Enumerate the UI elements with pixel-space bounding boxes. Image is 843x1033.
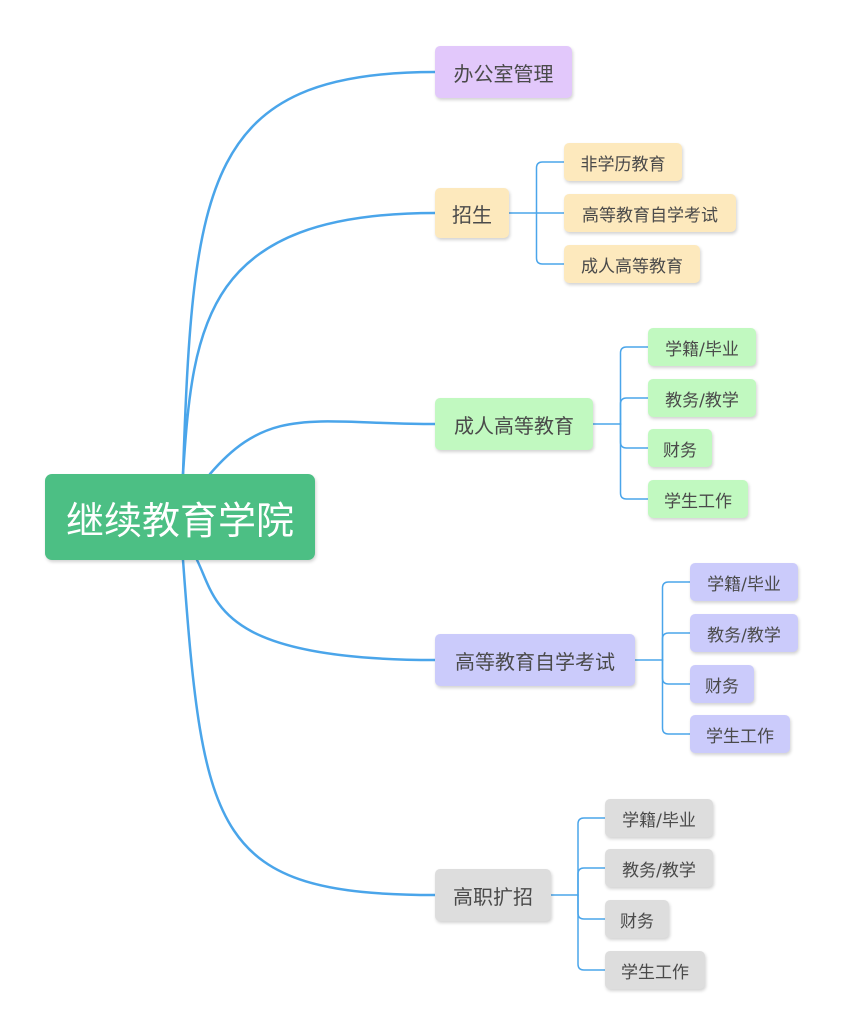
- leaf-enrollment-adult-higher[interactable]: 成人高等教育: [564, 245, 700, 283]
- leaf-connector: [661, 659, 691, 685]
- branch-connector: [208, 420, 437, 476]
- branch-self-study-exam[interactable]: 高等教育自学考试: [435, 634, 635, 686]
- leaf-exam-student-status[interactable]: 学籍/毕业: [690, 563, 798, 601]
- branch-adult-higher-education[interactable]: 成人高等教育: [435, 398, 593, 450]
- leaf-connector: [619, 423, 649, 500]
- leaf-connector: [619, 397, 649, 425]
- branch-vocational-expansion[interactable]: 高职扩招: [435, 869, 551, 921]
- leaf-connector: [535, 212, 565, 265]
- leaf-connector: [619, 423, 649, 449]
- leaf-adult-student-status[interactable]: 学籍/毕业: [648, 328, 756, 366]
- leaf-adult-academic-affairs[interactable]: 教务/教学: [648, 379, 756, 417]
- leaf-connector: [619, 346, 649, 425]
- leaf-vocational-finance[interactable]: 财务: [605, 900, 669, 938]
- leaf-adult-student-work[interactable]: 学生工作: [648, 480, 748, 518]
- leaf-vocational-student-status[interactable]: 学籍/毕业: [605, 799, 713, 837]
- leaf-connector: [535, 161, 565, 214]
- leaf-connector: [661, 581, 691, 661]
- leaf-connector: [661, 632, 691, 661]
- leaf-exam-student-work[interactable]: 学生工作: [690, 715, 790, 753]
- leaf-connector: [577, 867, 606, 896]
- leaf-vocational-academic-affairs[interactable]: 教务/教学: [605, 849, 713, 887]
- branch-connector: [195, 558, 437, 662]
- leaf-connector: [577, 894, 606, 920]
- leaf-connector: [661, 659, 691, 735]
- leaf-adult-finance[interactable]: 财务: [648, 429, 712, 467]
- leaf-exam-finance[interactable]: 财务: [690, 665, 754, 703]
- leaf-vocational-student-work[interactable]: 学生工作: [605, 951, 705, 989]
- branch-enrollment[interactable]: 招生: [435, 188, 509, 238]
- branch-connector: [181, 211, 437, 476]
- leaf-connector: [577, 894, 606, 971]
- branch-office-management[interactable]: 办公室管理: [435, 46, 572, 98]
- branch-connector: [181, 70, 437, 476]
- root-node[interactable]: 继续教育学院: [45, 474, 315, 560]
- branch-connector: [181, 558, 437, 897]
- leaf-enrollment-non-degree[interactable]: 非学历教育: [564, 143, 682, 181]
- leaf-enrollment-self-exam[interactable]: 高等教育自学考试: [564, 194, 736, 232]
- leaf-connector: [577, 817, 606, 896]
- leaf-exam-academic-affairs[interactable]: 教务/教学: [690, 614, 798, 652]
